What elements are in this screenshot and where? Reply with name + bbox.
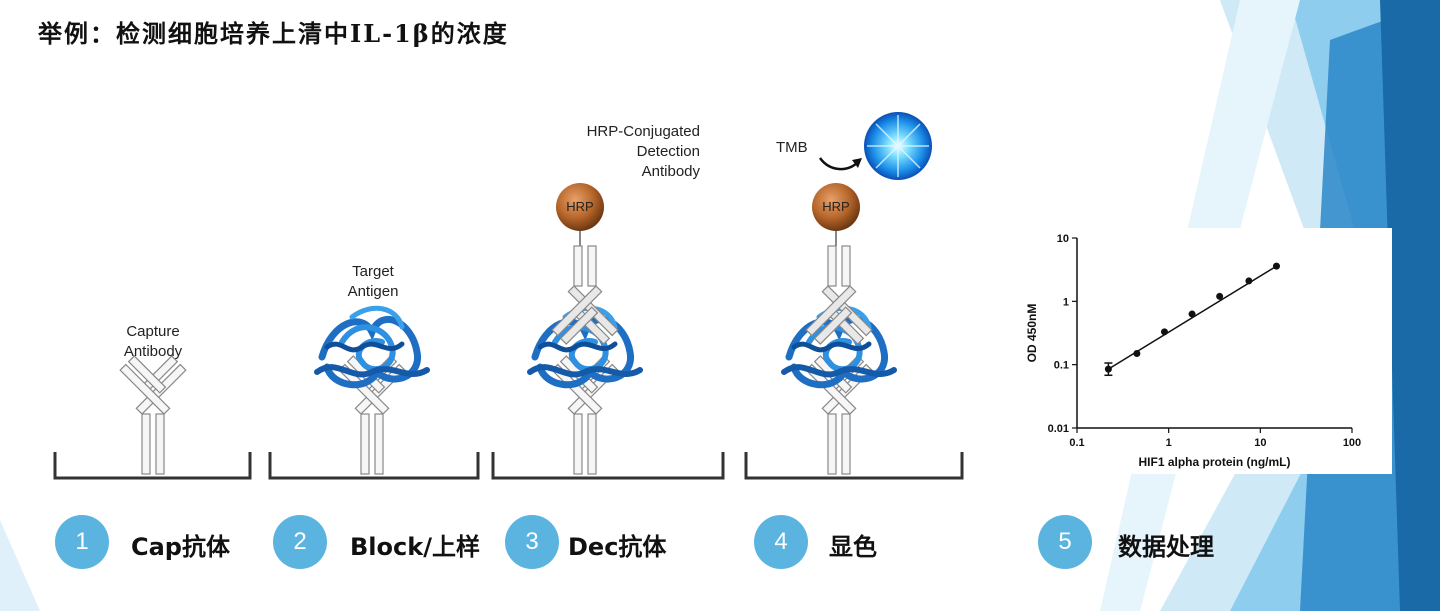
well-4 (744, 452, 964, 480)
step-number-3: 3 (505, 515, 559, 569)
hrp-label: HRP (566, 199, 594, 214)
step-label-1: Cap抗体 (131, 533, 230, 561)
data-point (1272, 262, 1280, 270)
data-point (1245, 277, 1253, 285)
target-antigen (317, 308, 427, 384)
step-number-1: 1 (55, 515, 109, 569)
step-label-2: Block/上样 (350, 533, 480, 561)
well-3 (491, 452, 725, 480)
data-point (1133, 350, 1141, 358)
well-2 (268, 452, 480, 480)
step-number-5: 5 (1038, 515, 1092, 569)
y-tick-label: 0.01 (1048, 423, 1069, 435)
y-tick-label: 0.1 (1054, 360, 1069, 372)
y-tick-label: 1 (1063, 296, 1069, 308)
hrp-ball (812, 183, 860, 231)
hrp-ball (556, 183, 604, 231)
x-tick-label: 1 (1166, 437, 1172, 449)
data-point (1216, 292, 1224, 300)
tmb-arrow (818, 157, 859, 171)
data-point (1188, 310, 1196, 318)
data-point (1160, 328, 1168, 336)
y-axis-label: OD 450nM (1025, 304, 1039, 363)
well-1 (53, 452, 252, 480)
x-tick-label: 100 (1343, 437, 1361, 449)
x-tick-label: 10 (1254, 437, 1266, 449)
tmb-label: TMB (776, 139, 808, 156)
step-number-2: 2 (273, 515, 327, 569)
step-label-4: 显色 (829, 533, 877, 561)
hrp-label: HRP (822, 199, 850, 214)
target-antigen-label: Target Antigen (347, 263, 399, 300)
data-point (1104, 365, 1112, 373)
capture-antibody (119, 355, 187, 475)
x-tick-label: 0.1 (1069, 437, 1084, 449)
step-label-5: 数据处理 (1118, 533, 1214, 561)
y-tick-label: 10 (1057, 233, 1069, 245)
step-number-4: 4 (754, 515, 808, 569)
step-label-3: Dec抗体 (568, 533, 667, 561)
detection-antibody-label: HRP-Conjugated Detection Antibody (586, 123, 700, 180)
capture-antibody-label: Capture Antibody (123, 323, 183, 360)
x-axis-label: HIF1 alpha protein (ng/mL) (1139, 455, 1291, 469)
page-title: 举例：检测细胞培养上清中IL-1β的浓度 (38, 19, 509, 48)
